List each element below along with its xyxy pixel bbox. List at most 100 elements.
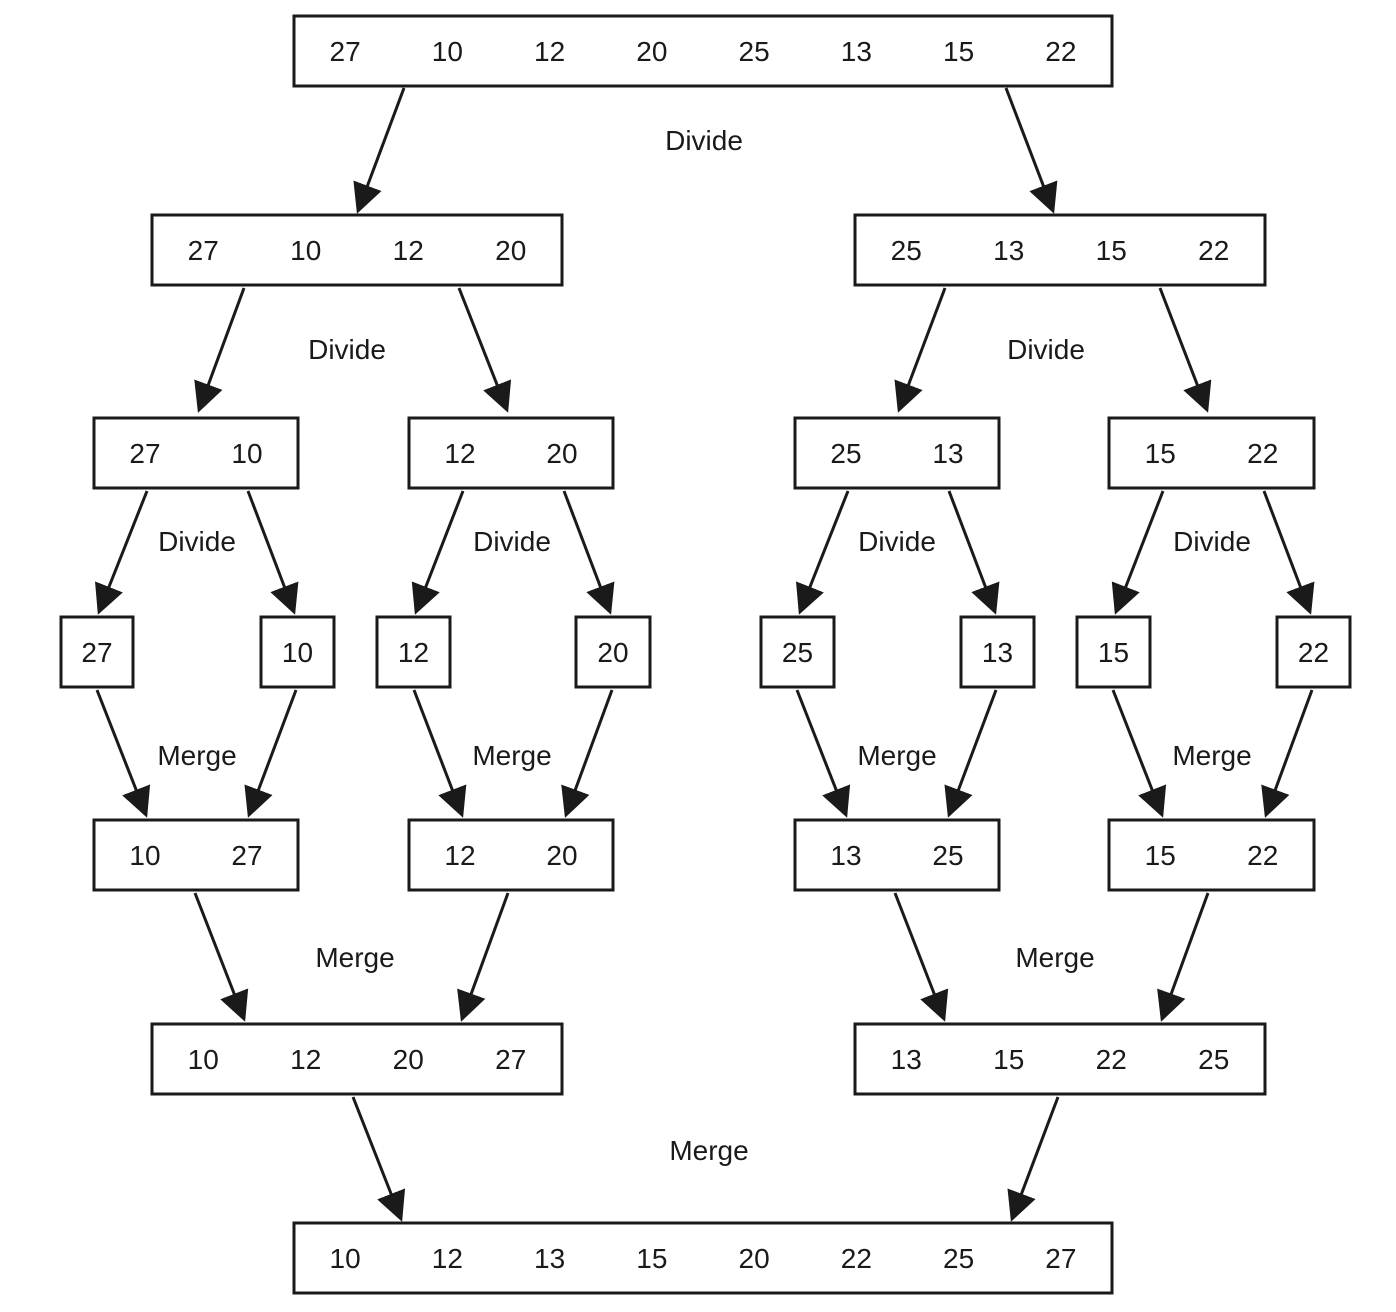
array-value: 20 (739, 1243, 770, 1274)
arrow-12 (947, 490, 1000, 615)
step-label-divide-l2-b: Divide (473, 526, 551, 557)
array-box-frame (1275, 615, 1352, 689)
arrow-26 (1157, 892, 1210, 1022)
arrow-7 (95, 490, 149, 615)
array-value: 12 (432, 1243, 463, 1274)
array-box-frame (407, 416, 615, 490)
array-value: 20 (393, 1044, 424, 1075)
arrow-8 (246, 490, 299, 615)
arrows-layer (95, 87, 1315, 1222)
arrow-17 (412, 689, 467, 818)
arrow-13 (1111, 490, 1165, 615)
array-value: 12 (393, 235, 424, 266)
array-box-frame (92, 818, 300, 892)
array-box-frame (259, 615, 336, 689)
array-value: 10 (129, 840, 160, 871)
array-value: 25 (782, 637, 813, 668)
step-label-divide-l2-c: Divide (858, 526, 936, 557)
array-value: 20 (495, 235, 526, 266)
step-label-merge-m1-left: Merge (315, 942, 394, 973)
arrow-11 (796, 490, 850, 615)
array-box-l2-b: 12 20 (407, 416, 615, 490)
array-value: 13 (830, 840, 861, 871)
step-label-merge-final: Merge (669, 1135, 748, 1166)
array-value: 20 (597, 637, 628, 668)
array-box-m1-a: 10 27 (92, 818, 300, 892)
array-value: 15 (943, 36, 974, 67)
array-value: 13 (841, 36, 872, 67)
array-value: 10 (330, 1243, 361, 1274)
array-box-frame (1075, 615, 1152, 689)
array-value: 22 (1096, 1044, 1127, 1075)
array-value: 22 (1045, 36, 1076, 67)
array-value: 10 (290, 235, 321, 266)
arrow-21 (1111, 689, 1167, 818)
array-box-frame (793, 416, 1001, 490)
array-value: 27 (495, 1044, 526, 1075)
arrow-9 (411, 490, 465, 615)
array-value: 12 (444, 840, 475, 871)
array-value: 27 (81, 637, 112, 668)
array-value: 13 (534, 1243, 565, 1274)
arrow-5 (894, 287, 947, 413)
arrow-16 (244, 689, 298, 818)
array-value: 25 (932, 840, 963, 871)
array-value: 15 (1145, 438, 1176, 469)
arrow-24 (457, 892, 510, 1022)
array-box-m1-c: 13 25 (793, 818, 1001, 892)
array-value: 10 (188, 1044, 219, 1075)
array-value: 22 (1247, 840, 1278, 871)
array-box-frame (92, 416, 300, 490)
array-box-leaf-8: 22 (1275, 615, 1352, 689)
array-value: 13 (993, 235, 1024, 266)
array-value: 27 (231, 840, 262, 871)
array-box-frame (150, 213, 564, 287)
arrow-3 (194, 287, 246, 413)
array-value: 15 (1145, 840, 1176, 871)
array-value: 12 (444, 438, 475, 469)
array-value: 13 (982, 637, 1013, 668)
array-value: 22 (1198, 235, 1229, 266)
array-box-frame (375, 615, 452, 689)
array-box-leaf-5: 25 (759, 615, 836, 689)
array-box-leaf-3: 12 (375, 615, 452, 689)
arrow-10 (562, 490, 615, 615)
array-value: 13 (932, 438, 963, 469)
step-label-divide-l1-left: Divide (308, 334, 386, 365)
array-box-frame (59, 615, 135, 689)
array-value: 25 (1198, 1044, 1229, 1075)
array-value: 15 (993, 1044, 1024, 1075)
array-box-frame (759, 615, 836, 689)
arrow-6 (1158, 287, 1212, 413)
array-box-frame (1107, 818, 1316, 892)
array-value: 10 (432, 36, 463, 67)
array-value: 20 (546, 438, 577, 469)
array-box-frame (853, 213, 1267, 287)
step-label-merge-leaf-a: Merge (157, 740, 236, 771)
array-box-frame (407, 818, 615, 892)
array-value: 12 (534, 36, 565, 67)
step-label-merge-leaf-b: Merge (472, 740, 551, 771)
array-value: 12 (398, 637, 429, 668)
step-label-divide-top: Divide (665, 125, 743, 156)
step-label-merge-m1-right: Merge (1015, 942, 1094, 973)
array-box-frame (574, 615, 652, 689)
array-value: 22 (1247, 438, 1278, 469)
arrow-19 (795, 689, 851, 818)
arrow-18 (561, 689, 614, 818)
arrow-20 (944, 689, 998, 818)
array-value: 22 (1298, 637, 1329, 668)
array-box-leaf-7: 15 (1075, 615, 1152, 689)
